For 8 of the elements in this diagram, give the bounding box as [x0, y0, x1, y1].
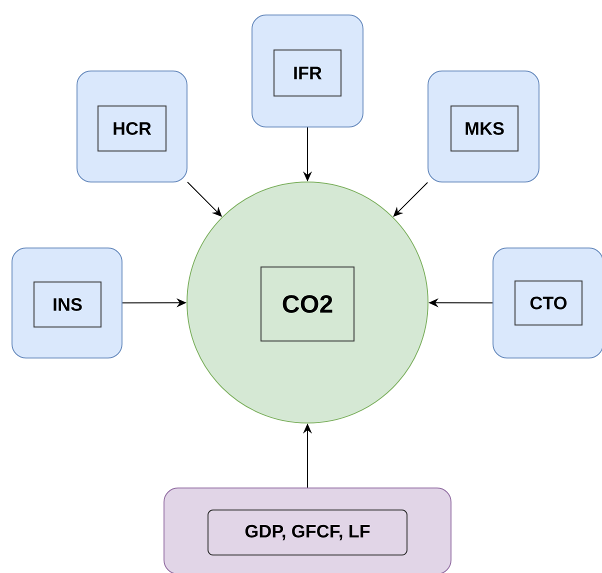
label-box: MKS	[450, 106, 518, 152]
label-box: HCR	[98, 106, 166, 152]
label-box: CTO	[514, 280, 582, 326]
label-box: CO2	[260, 266, 354, 342]
label-box: IFR	[274, 50, 342, 96]
label-box: GDP, GFCF, LF	[208, 510, 408, 556]
label-box: INS	[34, 282, 102, 328]
arrow	[393, 182, 428, 217]
